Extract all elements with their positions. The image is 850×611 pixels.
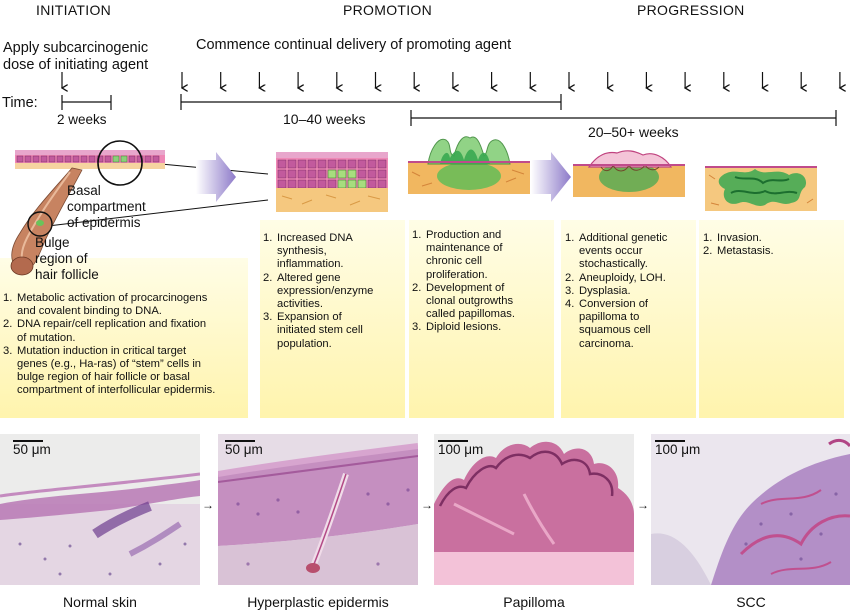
list-item: 1.Metabolic activation of procarcinogens… xyxy=(3,292,208,318)
duration-initiation: 2 weeks xyxy=(57,112,107,127)
invasive-carcinoma-illustration xyxy=(705,166,817,211)
panel-initiation xyxy=(0,258,248,418)
caption-hyperplastic: Hyperplastic epidermis xyxy=(247,594,389,610)
list-initiation: 1.Metabolic activation of procarcinogens… xyxy=(3,292,247,398)
scale-bar: 100 μm xyxy=(655,440,701,457)
list-item: 2.Metastasis. xyxy=(703,245,774,258)
stage-promotion: PROMOTION xyxy=(343,2,433,18)
hyperplastic-tissue-illustration xyxy=(276,152,388,212)
list-item: 1.Invasion. xyxy=(703,232,762,244)
dysplasia-illustration xyxy=(573,150,685,197)
circle-bulge xyxy=(27,211,53,237)
time-label: Time: xyxy=(2,95,38,111)
hair-bulb xyxy=(10,256,34,276)
hair-follicle-illustration xyxy=(10,140,165,276)
circle-basal xyxy=(97,140,143,186)
bulge-stem-cells xyxy=(36,220,44,226)
micrograph-papilloma: 100 μm xyxy=(434,434,634,585)
caption-scc: SCC xyxy=(736,594,766,610)
list-item: 2.Aneuploidy, LOH. xyxy=(565,271,666,284)
micrograph-normal-skin: 50 μm xyxy=(0,434,200,585)
label-bulge-region: Bulge region of hair follicle xyxy=(35,235,99,282)
panel-progression-a xyxy=(561,220,696,418)
list-item: 3.Diploid lesions. xyxy=(412,321,502,334)
promoter-dose-arrows xyxy=(182,72,840,88)
epidermis-cells xyxy=(16,155,160,163)
arrow-1-2: → xyxy=(202,498,214,512)
stage-initiation: INITIATION xyxy=(36,2,112,18)
scale-bar: 50 μm xyxy=(13,440,51,457)
list-item: 2.DNA repair/cell replication and fixati… xyxy=(3,318,207,344)
papilloma-illustration xyxy=(408,136,530,194)
apply-initiator-text: Apply subcarcinogenic dose of initiating… xyxy=(3,40,149,73)
commence-promoter-text: Commence continual delivery of promoting… xyxy=(196,37,512,53)
stage-arrow-2 xyxy=(531,152,571,202)
caption-papilloma: Papilloma xyxy=(503,594,565,610)
panel-promotion-a xyxy=(260,220,405,418)
arrow-3-4: → xyxy=(637,498,649,512)
panel-progression-b xyxy=(699,220,844,418)
micrograph-scc: 100 μm xyxy=(651,434,850,585)
duration-promotion: 10–40 weeks xyxy=(283,111,366,127)
caption-normal-skin: Normal skin xyxy=(63,594,137,610)
panel-promotion-b xyxy=(409,220,554,418)
micrograph-hyperplastic: 50 μm xyxy=(218,434,418,585)
list-item: 3.Dysplasia. xyxy=(565,284,631,297)
label-basal-compartment: Basal compartment of epidermis xyxy=(67,183,146,230)
connector-line-bulge xyxy=(47,199,269,227)
list-progression-b: 1.Invasion. 2.Metastasis. xyxy=(703,232,843,258)
scale-bar: 100 μm xyxy=(438,440,484,457)
arrow-2-3: → xyxy=(421,498,433,512)
duration-progression: 20–50+ weeks xyxy=(588,124,679,140)
scale-bar: 50 μm xyxy=(225,440,263,457)
stage-arrow-1 xyxy=(196,152,236,202)
stage-progression: PROGRESSION xyxy=(637,2,745,18)
